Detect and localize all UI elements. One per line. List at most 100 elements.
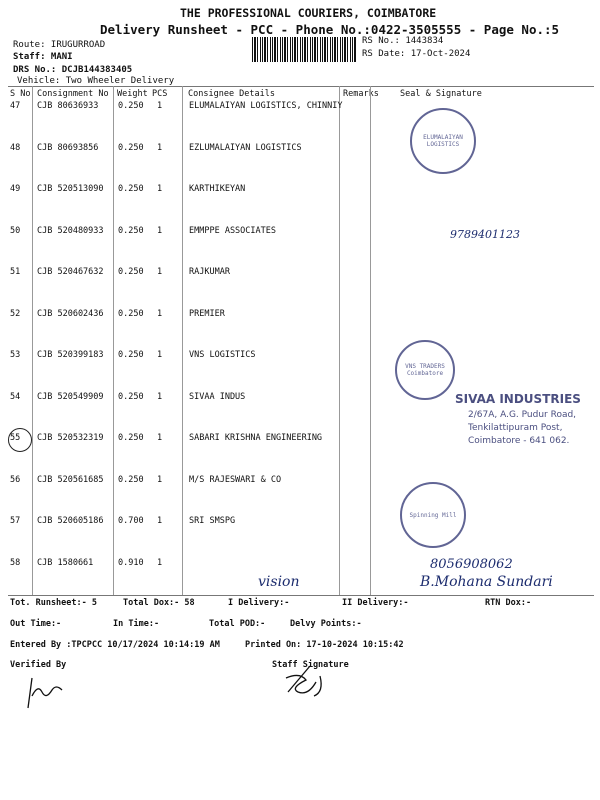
s-no: 57 [10,516,21,526]
staff-handwritten-signature [285,665,322,697]
drs-number: DRS No.: DCJB144383405 [13,65,133,75]
table-row: 47 CJB 80636933 0.250 1 ELUMALAIYAN LOGISTIC… [0,101,600,115]
consignment-no: CJB 520561685 [37,474,104,485]
out-time: Out Time:- [10,619,62,629]
consignment-no: CJB 1580661 [37,557,94,568]
rs-date: RS Date: 17-Oct-2024 [362,49,471,59]
ii-delivery: II Delivery:- [342,598,409,608]
col-consignment: Consignment No [37,89,109,99]
circle-mark [8,428,32,452]
table-top-rule [8,86,594,87]
consignment-no: CJB 520549909 [37,391,104,402]
consignee: M/S RAJESWARI & CO [189,474,282,485]
table-row: 56 CJB 520561685 0.250 1 M/S RAJESWARI & CO [0,475,600,489]
pcs: 1 [157,308,163,319]
col-sno: S No [10,89,31,99]
consignee: SRI SMSPG [189,516,236,526]
sivaa-stamp-addr3: Coimbatore - 641 062. [468,436,570,446]
staff-signature: Staff Signature [272,660,349,670]
s-no: 49 [10,184,21,194]
consignee: ELUMALAIYAN LOGISTICS, CHINNIY [189,101,343,111]
s-no: 47 [10,101,21,111]
consignment-no: CJB 520532319 [37,433,104,443]
handwritten-note: 9789401123 [450,228,520,241]
handwritten-phone: 8056908062 [430,557,513,572]
pcs: 1 [157,557,163,568]
weight: 0.250 [118,433,144,443]
barcode [252,37,356,62]
handwritten-vision: vision [258,574,300,590]
weight: 0.250 [118,225,144,236]
weight: 0.250 [118,142,144,153]
consignment-no: CJB 520605186 [37,516,104,526]
consignee: SIVAA INDUS [189,391,246,402]
col-divider [370,86,371,596]
s-no: 53 [10,350,21,360]
table-row: 51 CJB 520467632 0.250 1 RAJKUMAR [0,267,600,281]
pcs: 1 [157,142,163,153]
verified-by: Verified By [10,660,67,670]
consignment-no: CJB 520602436 [37,308,104,319]
s-no: 56 [10,474,21,485]
consignee: EMMPPE ASSOCIATES [189,225,276,236]
s-no: 58 [10,557,21,568]
table-row: 52 CJB 520602436 0.250 1 PREMIER [0,309,600,323]
table-bottom-rule [8,595,594,596]
col-divider [113,86,114,596]
table-row: 58 CJB 1580661 0.910 1 [0,558,600,572]
col-divider [339,86,340,596]
consignment-no: CJB 520399183 [37,350,104,360]
verifier-signature [27,677,63,709]
consignment-no: CJB 80636933 [37,101,99,111]
col-divider [182,86,183,596]
sivaa-stamp-addr2: Tenkilattipuram Post, [468,423,563,433]
i-delivery: I Delivery:- [228,598,290,608]
company-title: THE PROFESSIONAL COURIERS, COIMBATORE [180,6,437,20]
weight: 0.250 [118,184,144,194]
col-divider [32,86,33,596]
pcs: 1 [157,391,163,402]
pcs: 1 [157,225,163,236]
s-no: 51 [10,267,21,277]
weight: 0.250 [118,474,144,485]
weight: 0.250 [118,308,144,319]
col-consignee: Consignee Details [188,89,275,99]
col-pcs: PCS [152,89,168,99]
consignee: KARTHIKEYAN [189,184,246,194]
rtn-dox: RTN Dox:- [485,598,532,608]
pcs: 1 [157,101,163,111]
pcs: 1 [157,350,163,360]
entered-by: Entered By :TPCPCC 10/17/2024 10:14:19 A… [10,640,220,650]
s-no: 48 [10,142,21,153]
rs-number: RS No.: 1443834 [362,36,444,46]
col-weight: Weight [117,89,148,99]
staff: Staff: MANI [13,52,73,62]
weight: 0.250 [118,101,144,111]
consignee: EZLUMALAIYAN LOGISTICS [189,142,302,153]
s-no: 52 [10,308,21,319]
weight: 0.910 [118,557,144,568]
pcs: 1 [157,184,163,194]
pcs: 1 [157,516,163,526]
pcs: 1 [157,433,163,443]
total-pod: Total POD:- [209,619,266,629]
in-time: In Time:- [113,619,160,629]
weight: 0.250 [118,267,144,277]
vehicle: Vehicle: Two Wheeler Delivery [17,76,175,86]
route: Route: IRUGURROAD [13,40,106,50]
consignee: RAJKUMAR [189,267,230,277]
pcs: 1 [157,267,163,277]
total-dox: Total Dox:- 58 [123,598,195,608]
s-no: 54 [10,391,21,402]
vns-stamp: VNS TRADERS Coimbatore [395,340,455,400]
consignee: PREMIER [189,308,225,319]
pcs: 1 [157,474,163,485]
weight: 0.250 [118,350,144,360]
consignment-no: CJB 520467632 [37,267,104,277]
handwritten-receiver-name: B.Mohana Sundari [420,574,553,590]
